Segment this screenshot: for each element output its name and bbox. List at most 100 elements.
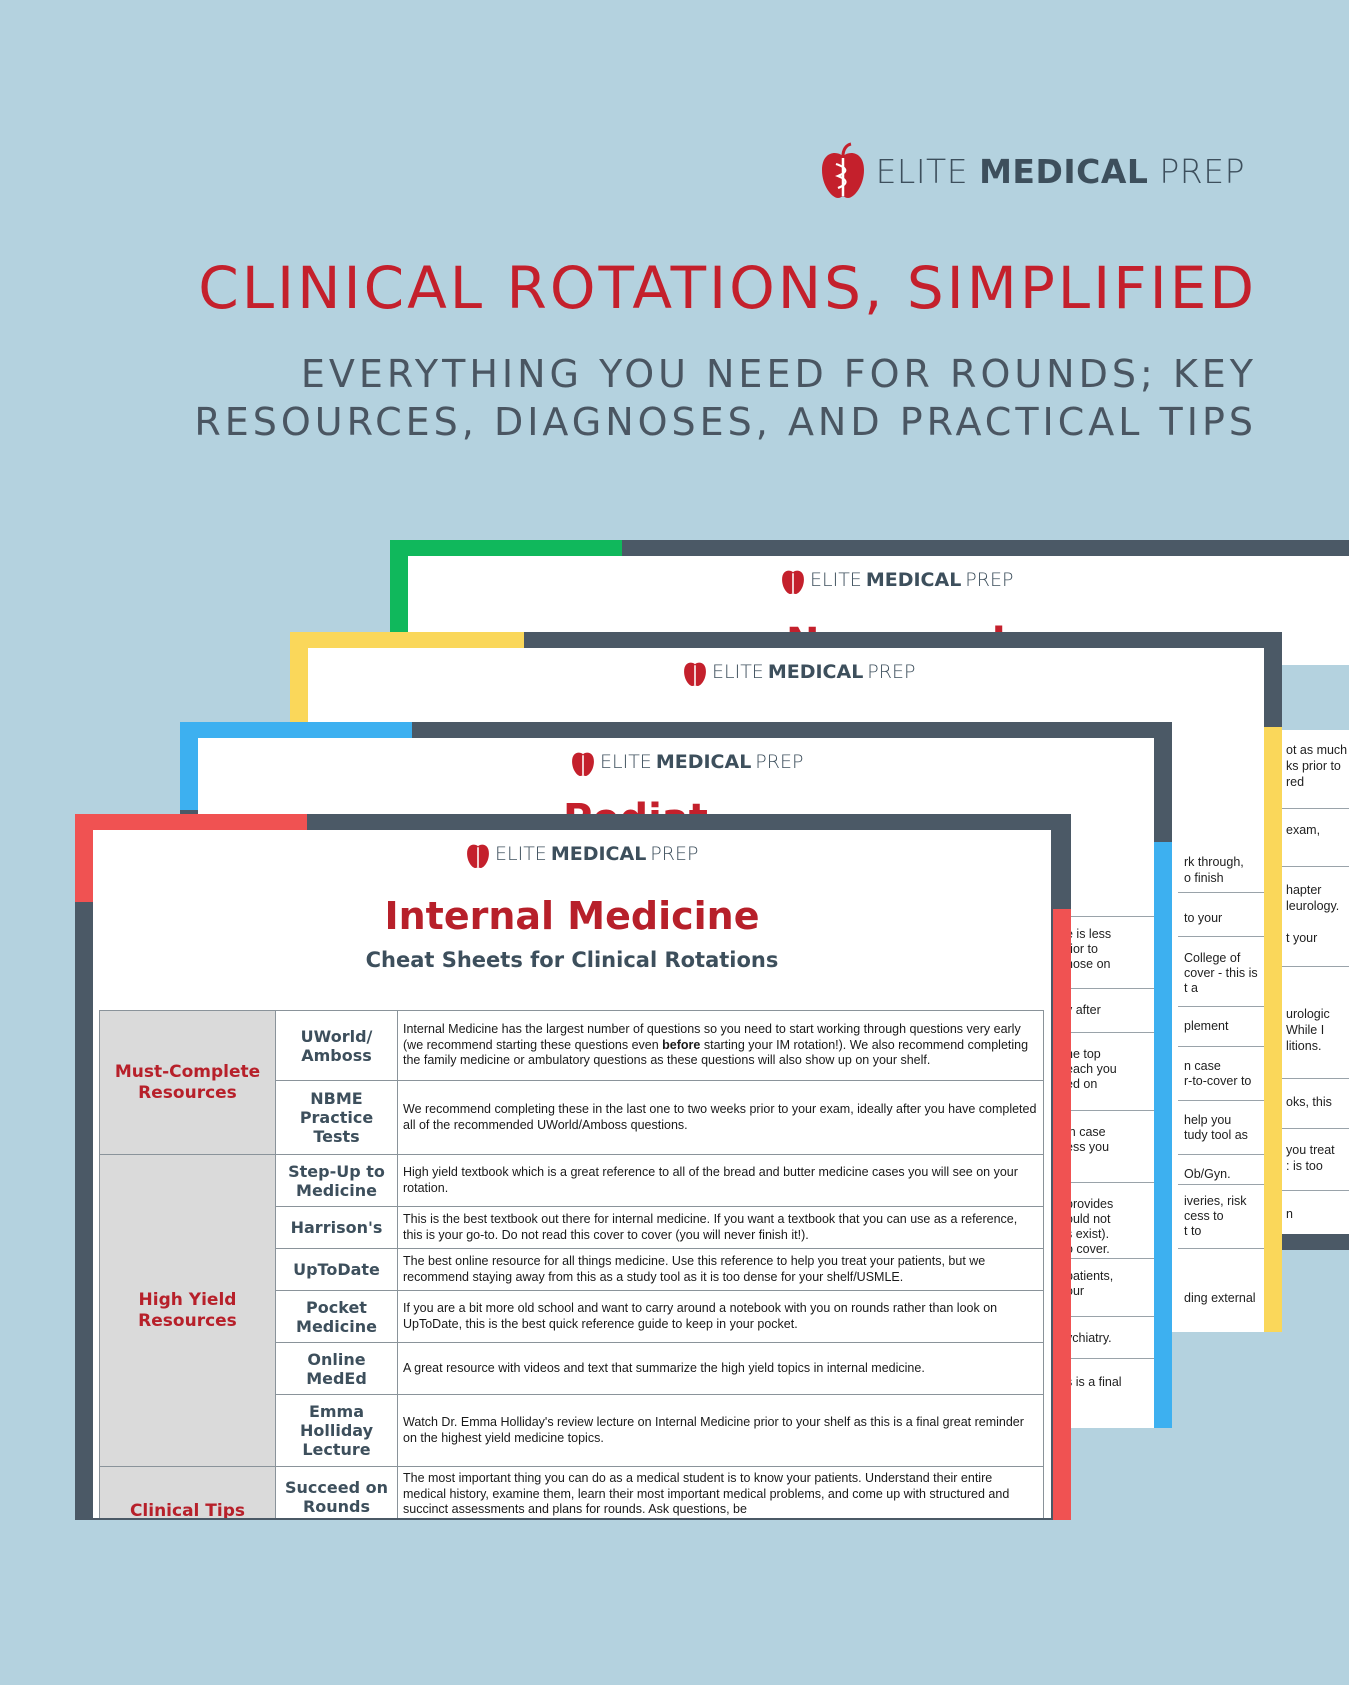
- table-fragment: hapter: [1286, 883, 1322, 897]
- table-fragment: urologic: [1286, 1007, 1330, 1021]
- apple-caduceus-icon: [684, 662, 706, 687]
- headline: CLINICAL ROTATIONS, SIMPLIFIED: [198, 254, 1257, 322]
- mini-brand-prep: PREP: [867, 661, 916, 683]
- resource-name: Step-Up to Medicine: [275, 1154, 398, 1207]
- table-rule: [1282, 966, 1349, 967]
- table-rule: [1178, 1046, 1264, 1047]
- table-rule: [1282, 1128, 1349, 1129]
- table-fragment: you treat: [1286, 1143, 1335, 1157]
- apple-caduceus-icon: [572, 752, 594, 777]
- table-fragment: ding external: [1184, 1291, 1256, 1305]
- sheet-accent-bar: [180, 722, 198, 810]
- brand-medical: MEDICAL: [979, 151, 1149, 191]
- table-fragment: litions.: [1286, 1039, 1322, 1053]
- table-fragment: n: [1286, 1207, 1293, 1221]
- table-rule: [1178, 892, 1264, 893]
- table-rule: [1060, 916, 1154, 917]
- table-fragment: ychiatry.: [1066, 1331, 1112, 1345]
- table-row: Harrison's This is the best textbook out…: [100, 1206, 1044, 1249]
- desc-part: Internal Medicine has the largest number…: [403, 1022, 1021, 1052]
- table-rule: [1178, 1100, 1264, 1101]
- brand-elite: ELITE: [875, 151, 969, 191]
- resource-name: UpToDate: [275, 1248, 398, 1291]
- apple-caduceus-icon: [821, 142, 864, 198]
- table-fragment: to your: [1184, 911, 1223, 925]
- table-rule: [1060, 1032, 1154, 1033]
- table-fragment: t your: [1286, 931, 1318, 945]
- table-fragment: hose on: [1066, 957, 1111, 971]
- mini-brand-elite: ELITE: [810, 569, 862, 591]
- table-rule: [1060, 1358, 1154, 1359]
- table-fragment: cover - this is: [1184, 966, 1258, 980]
- mini-brand-medical: MEDICAL: [655, 751, 752, 773]
- desc-bold: before: [662, 1037, 701, 1052]
- table-fragment: in case: [1066, 1125, 1106, 1139]
- table-row: Pocket Medicine If you are a bit more ol…: [100, 1290, 1044, 1343]
- table-rule: [1178, 1006, 1264, 1007]
- table-fragment: ot as much: [1286, 743, 1348, 757]
- table-rule: [1060, 1182, 1154, 1183]
- category-must-complete: Must-Complete Resources: [99, 1010, 276, 1155]
- desc-part: starting your IM rotation!). We also rec…: [403, 1037, 1029, 1068]
- table-fragment: o finish: [1184, 871, 1224, 885]
- table-row: UpToDate The best online resource for al…: [100, 1248, 1044, 1291]
- table-fragment: ed on: [1066, 1077, 1098, 1091]
- resource-name: Online MedEd: [275, 1342, 398, 1395]
- table-fragment: provides: [1066, 1197, 1114, 1211]
- resource-name: UWorld/ Amboss: [275, 1010, 398, 1081]
- table-fragment: plement: [1184, 1019, 1229, 1033]
- mini-brand-prep: PREP: [755, 751, 804, 773]
- table-fragment: tudy tool as: [1184, 1128, 1248, 1142]
- table-rule: [1282, 866, 1349, 867]
- cheat-sheet-table: Must-Complete Resources UWorld/ Amboss I…: [99, 1010, 1044, 1518]
- table-fragment: rk through,: [1184, 855, 1244, 869]
- table-fragment: ould not: [1066, 1212, 1111, 1226]
- table-fragment: s is a final: [1066, 1375, 1122, 1389]
- resource-description: A great resource with videos and text th…: [397, 1342, 1044, 1395]
- table-fragment: oks, this: [1286, 1095, 1332, 1109]
- mini-brand-elite: ELITE: [495, 843, 547, 865]
- table-rule: [1178, 1154, 1264, 1155]
- table-rule: [1282, 808, 1349, 809]
- table-fragment: iveries, risk: [1184, 1194, 1247, 1208]
- table-rule: [1178, 936, 1264, 937]
- table-fragment: ess you: [1066, 1140, 1110, 1154]
- table-fragment: rior to: [1066, 942, 1098, 956]
- table-row: NBME Practice Tests We recommend complet…: [100, 1080, 1044, 1155]
- sheet-accent-bar: [75, 814, 93, 902]
- table-rule: [1282, 1078, 1349, 1079]
- table-row: Clinical Tips Succeed on Rounds The most…: [99, 1466, 1044, 1518]
- sheet-accent-bar: [290, 632, 308, 727]
- table-fragment: red: [1286, 775, 1305, 789]
- sheet-subtitle: Cheat Sheets for Clinical Rotations: [365, 948, 779, 972]
- table-fragment: n case: [1184, 1059, 1221, 1073]
- resource-description: If you are a bit more old school and wan…: [397, 1290, 1044, 1343]
- table-fragment: o cover.: [1066, 1242, 1110, 1256]
- table-fragment: he top: [1066, 1047, 1101, 1061]
- table-fragment: e is less: [1066, 927, 1112, 941]
- resource-name: Succeed on Rounds: [275, 1466, 398, 1518]
- apple-caduceus-icon: [782, 570, 804, 595]
- resource-name: NBME Practice Tests: [275, 1080, 398, 1155]
- resource-name: Pocket Medicine: [275, 1290, 398, 1343]
- resource-name: Harrison's: [275, 1206, 398, 1249]
- sheet-yellow-edge: ot as much ks prior to red exam, hapter …: [1282, 730, 1349, 1250]
- table-rule: [1060, 988, 1154, 989]
- table-fragment: help you: [1184, 1113, 1232, 1127]
- brand-prep: PREP: [1159, 151, 1245, 191]
- sheet-title: Internal Medicine: [384, 894, 760, 938]
- table-row: Must-Complete Resources UWorld/ Amboss I…: [99, 1010, 1044, 1155]
- table-fragment: patients,: [1066, 1269, 1114, 1283]
- table-rule: [1060, 1258, 1154, 1259]
- sheet-accent-bar: [1264, 727, 1282, 1332]
- table-fragment: each you: [1066, 1062, 1117, 1076]
- sheet-accent-bar: [290, 632, 524, 650]
- category-clinical-tips: Clinical Tips: [99, 1466, 276, 1518]
- apple-caduceus-icon: [467, 844, 489, 869]
- table-fragment: cess to: [1184, 1209, 1224, 1223]
- table-rule: [1178, 1184, 1264, 1185]
- mini-brand-prep: PREP: [650, 843, 699, 865]
